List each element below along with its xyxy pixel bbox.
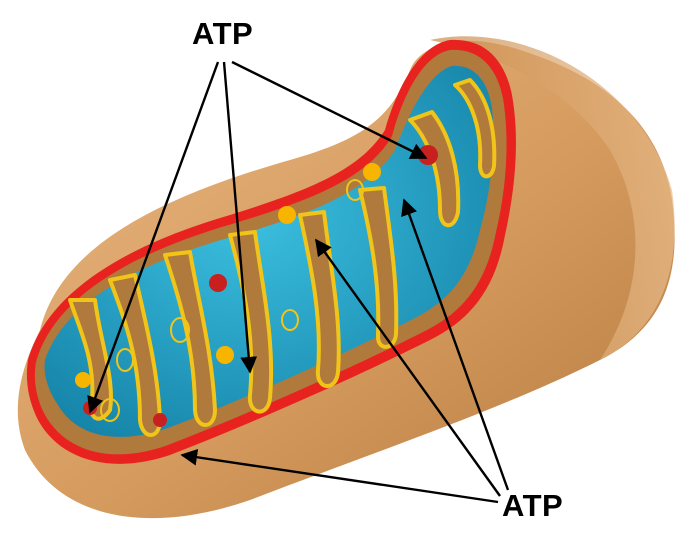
atp-label-top: ATP	[192, 16, 253, 52]
atp-label-bottom: ATP	[502, 488, 563, 524]
